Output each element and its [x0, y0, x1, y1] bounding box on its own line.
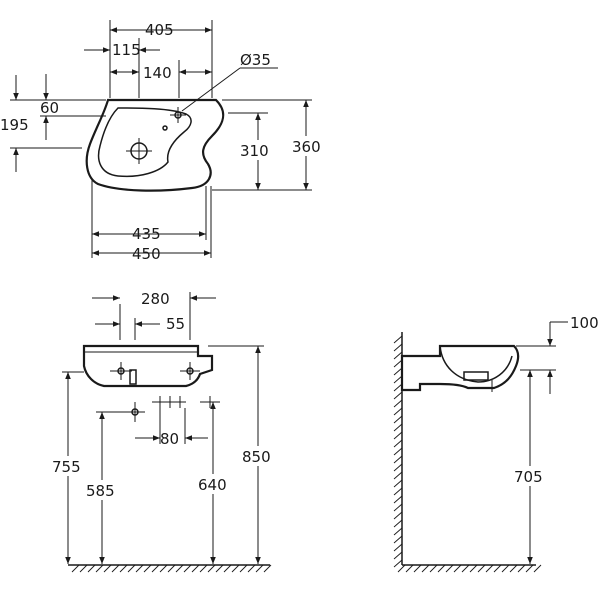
side-basin-outline — [400, 344, 520, 392]
top-basin-outline — [85, 98, 225, 192]
dim-405: 405 — [145, 21, 174, 39]
side-wall-hatch — [393, 335, 403, 568]
dim-80: 80 — [160, 430, 179, 448]
dim-100: 100 — [570, 314, 599, 332]
side-view: 100 705 — [393, 314, 599, 573]
dim-310: 310 — [240, 142, 269, 160]
top-view: 405 115 140 Ø35 195 60 310 360 — [0, 20, 326, 263]
dim-diameter-35: Ø35 — [240, 51, 271, 69]
side-floor-hatch — [397, 564, 542, 573]
dim-360: 360 — [292, 138, 321, 156]
dim-450: 450 — [132, 245, 161, 263]
dim-195: 195 — [0, 116, 29, 134]
dim-585: 585 — [86, 482, 115, 500]
dim-115: 115 — [112, 41, 141, 59]
dim-705: 705 — [514, 468, 543, 486]
front-view: 280 55 80 755 585 640 850 — [50, 290, 276, 573]
dim-140: 140 — [143, 64, 172, 82]
front-basin-outline — [82, 344, 214, 388]
dim-55: 55 — [166, 315, 185, 333]
top-bowl-outline — [97, 107, 192, 178]
dim-640: 640 — [198, 476, 227, 494]
dim-850: 850 — [242, 448, 271, 466]
dim-755: 755 — [52, 458, 81, 476]
dim-280: 280 — [141, 290, 170, 308]
dim-60: 60 — [40, 99, 59, 117]
front-floor-hatch — [71, 564, 272, 573]
dim-435: 435 — [132, 225, 161, 243]
